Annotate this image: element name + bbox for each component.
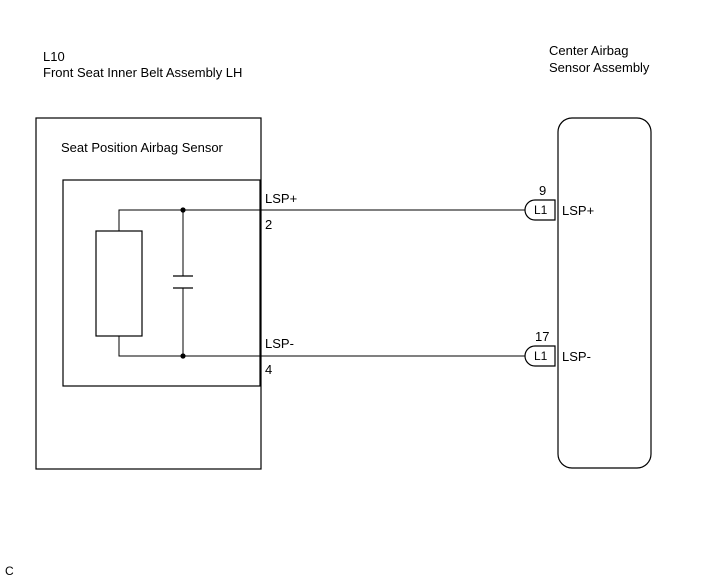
left-component-code: L10 [43, 49, 65, 64]
resistor-symbol [95, 230, 143, 337]
right-pin-17: 17 [535, 329, 550, 344]
left-signal-lsp-plus: LSP+ [265, 191, 298, 206]
junction-dot-top [180, 207, 186, 213]
right-signal-lsp-minus: LSP- [562, 349, 591, 364]
sensor-title: Seat Position Airbag Sensor [61, 140, 223, 155]
right-signal-lsp-plus: LSP+ [562, 203, 595, 218]
left-signal-lsp-minus: LSP- [265, 336, 294, 351]
front-seat-belt-assembly-box [35, 117, 262, 470]
junction-dot-bottom [180, 353, 186, 359]
left-pin-2: 2 [265, 217, 273, 232]
connector-oval-l1-bottom [524, 345, 556, 367]
footer-code: C [5, 564, 14, 578]
connector-label-l1-bottom: L1 [534, 349, 548, 363]
seat-position-sensor-box [62, 179, 261, 387]
internal-wire-bottom [118, 336, 260, 357]
right-pin-9: 9 [539, 183, 547, 198]
right-component-name-line1: Center Airbag [549, 43, 629, 58]
right-component-name-line2: Sensor Assembly [549, 60, 650, 75]
left-component-name: Front Seat Inner Belt Assembly LH [43, 65, 243, 80]
connector-oval-l1-top [524, 199, 556, 221]
center-airbag-sensor-box [557, 117, 652, 469]
internal-wire-top [118, 209, 260, 231]
left-pin-4: 4 [265, 362, 273, 377]
connector-label-l1-top: L1 [534, 203, 548, 217]
